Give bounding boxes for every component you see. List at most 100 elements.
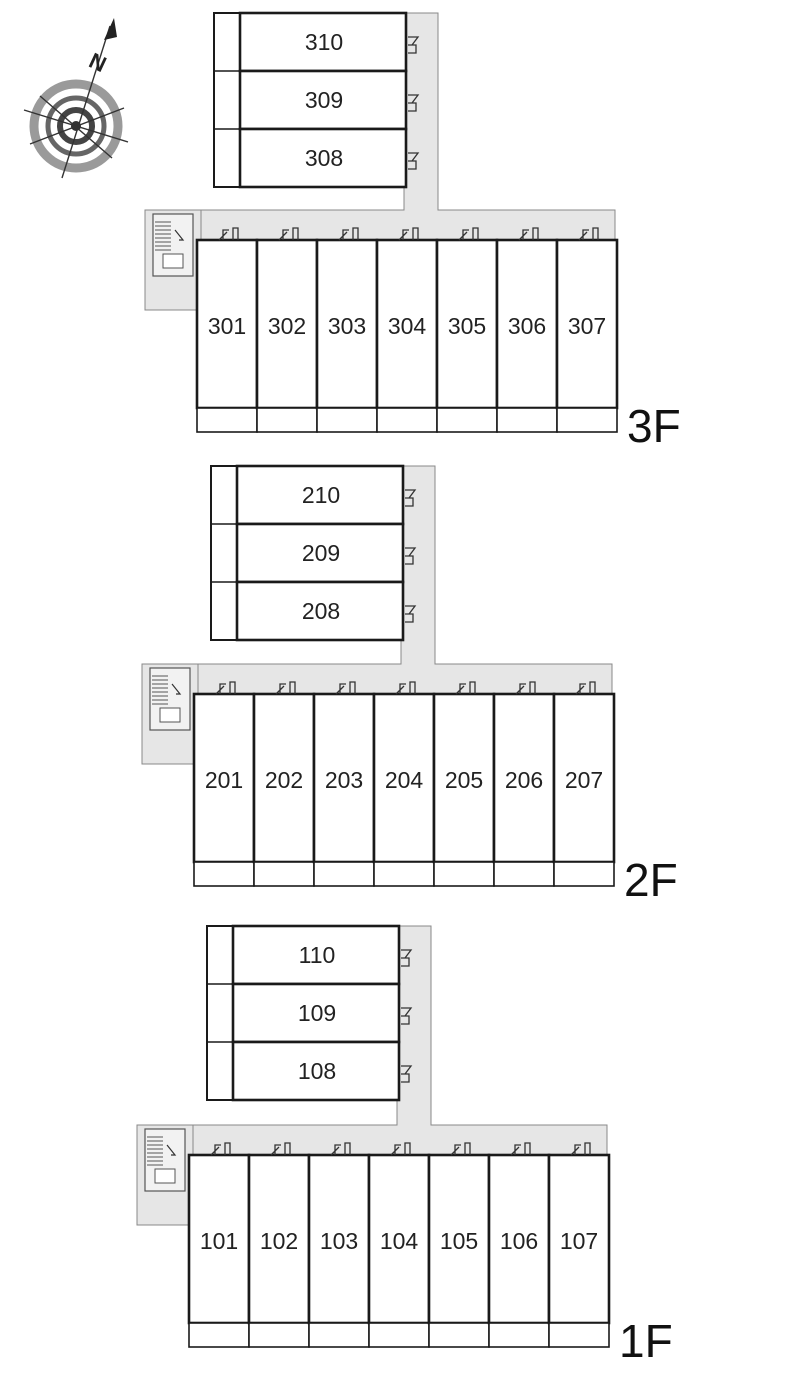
- room-108[interactable]: 108: [207, 1040, 401, 1102]
- room-number: 108: [298, 1058, 336, 1084]
- balcony: [493, 861, 555, 887]
- room-number: 302: [268, 313, 306, 339]
- room-204[interactable]: 204: [372, 692, 436, 887]
- room-number: 104: [380, 1228, 419, 1254]
- room-number: 103: [320, 1228, 358, 1254]
- room-number: 308: [305, 145, 343, 171]
- balcony: [553, 861, 615, 887]
- room-301[interactable]: 301: [195, 238, 259, 433]
- door-icon: [578, 227, 599, 241]
- room-number: 209: [302, 540, 340, 566]
- room-201[interactable]: 201: [192, 692, 256, 887]
- north-label: N: [85, 48, 110, 77]
- balcony: [188, 1322, 250, 1348]
- door-icon: [210, 1142, 231, 1156]
- door-icon: [270, 1142, 291, 1156]
- door-icon: [510, 1142, 531, 1156]
- room-number: 301: [208, 313, 246, 339]
- room-109[interactable]: 109: [207, 982, 401, 1044]
- compass-ring-core: [57, 107, 95, 145]
- room-303[interactable]: 303: [315, 238, 379, 433]
- floor-label: 2F: [624, 854, 678, 906]
- room-number: 204: [385, 767, 424, 793]
- door-icon: [408, 36, 420, 54]
- door-icon: [390, 1142, 411, 1156]
- balcony: [313, 861, 375, 887]
- balcony: [193, 861, 255, 887]
- staircase-icon: [144, 1128, 186, 1192]
- room-number: 102: [260, 1228, 298, 1254]
- room-number: 303: [328, 313, 366, 339]
- room-210[interactable]: 210: [211, 464, 405, 526]
- room-number: 201: [205, 767, 243, 793]
- balcony: [373, 861, 435, 887]
- room-207[interactable]: 207: [552, 692, 616, 887]
- balcony: [548, 1322, 610, 1348]
- room-310[interactable]: 310: [214, 11, 408, 73]
- door-icon: [405, 489, 417, 507]
- room-101[interactable]: 101: [187, 1153, 251, 1348]
- compass-rose-icon: N: [23, 18, 129, 179]
- balcony: [428, 1322, 490, 1348]
- balcony: [248, 1322, 310, 1348]
- floor-1f: 110 109 108 101 102 103 104 105 106 107 1F: [136, 924, 673, 1367]
- door-icon: [218, 227, 239, 241]
- balcony-strip: [213, 12, 241, 188]
- room-202[interactable]: 202: [252, 692, 316, 887]
- compass-ring-inner: [45, 95, 107, 157]
- room-308[interactable]: 308: [214, 127, 408, 189]
- door-icon: [408, 152, 420, 170]
- door-icon: [330, 1142, 351, 1156]
- floor-label: 1F: [619, 1315, 673, 1367]
- room-number: 304: [388, 313, 427, 339]
- door-icon: [401, 1065, 413, 1083]
- room-number: 107: [560, 1228, 598, 1254]
- balcony-strip: [206, 925, 234, 1101]
- room-203[interactable]: 203: [312, 692, 376, 887]
- room-number: 101: [200, 1228, 238, 1254]
- balcony: [376, 407, 438, 433]
- room-110[interactable]: 110: [207, 924, 401, 986]
- room-306[interactable]: 306: [495, 238, 559, 433]
- room-307[interactable]: 307: [555, 238, 619, 433]
- staircase-icon: [149, 667, 191, 731]
- room-number: 208: [302, 598, 340, 624]
- compass-spoke: [39, 95, 113, 159]
- room-309[interactable]: 309: [214, 69, 408, 131]
- room-number: 306: [508, 313, 546, 339]
- room-208[interactable]: 208: [211, 580, 405, 642]
- room-102[interactable]: 102: [247, 1153, 311, 1348]
- door-icon: [458, 227, 479, 241]
- room-104[interactable]: 104: [367, 1153, 431, 1348]
- balcony: [253, 861, 315, 887]
- room-304[interactable]: 304: [375, 238, 439, 433]
- room-number: 110: [299, 942, 336, 968]
- balcony: [556, 407, 618, 433]
- room-number: 205: [445, 767, 483, 793]
- door-icon: [395, 681, 416, 695]
- room-number: 307: [568, 313, 606, 339]
- room-number: 203: [325, 767, 363, 793]
- room-number: 106: [500, 1228, 538, 1254]
- room-number: 310: [305, 29, 343, 55]
- door-icon: [405, 547, 417, 565]
- balcony: [308, 1322, 370, 1348]
- door-icon: [408, 94, 420, 112]
- balcony: [496, 407, 558, 433]
- room-106[interactable]: 106: [487, 1153, 551, 1348]
- door-icon: [215, 681, 236, 695]
- door-icon: [335, 681, 356, 695]
- room-305[interactable]: 305: [435, 238, 499, 433]
- room-107[interactable]: 107: [547, 1153, 611, 1348]
- room-105[interactable]: 105: [427, 1153, 491, 1348]
- room-205[interactable]: 205: [432, 692, 496, 887]
- room-209[interactable]: 209: [211, 522, 405, 584]
- room-206[interactable]: 206: [492, 692, 556, 887]
- room-302[interactable]: 302: [255, 238, 319, 433]
- room-number: 109: [298, 1000, 336, 1026]
- balcony-strip: [210, 465, 238, 641]
- room-103[interactable]: 103: [307, 1153, 371, 1348]
- door-icon: [398, 227, 419, 241]
- door-icon: [570, 1142, 591, 1156]
